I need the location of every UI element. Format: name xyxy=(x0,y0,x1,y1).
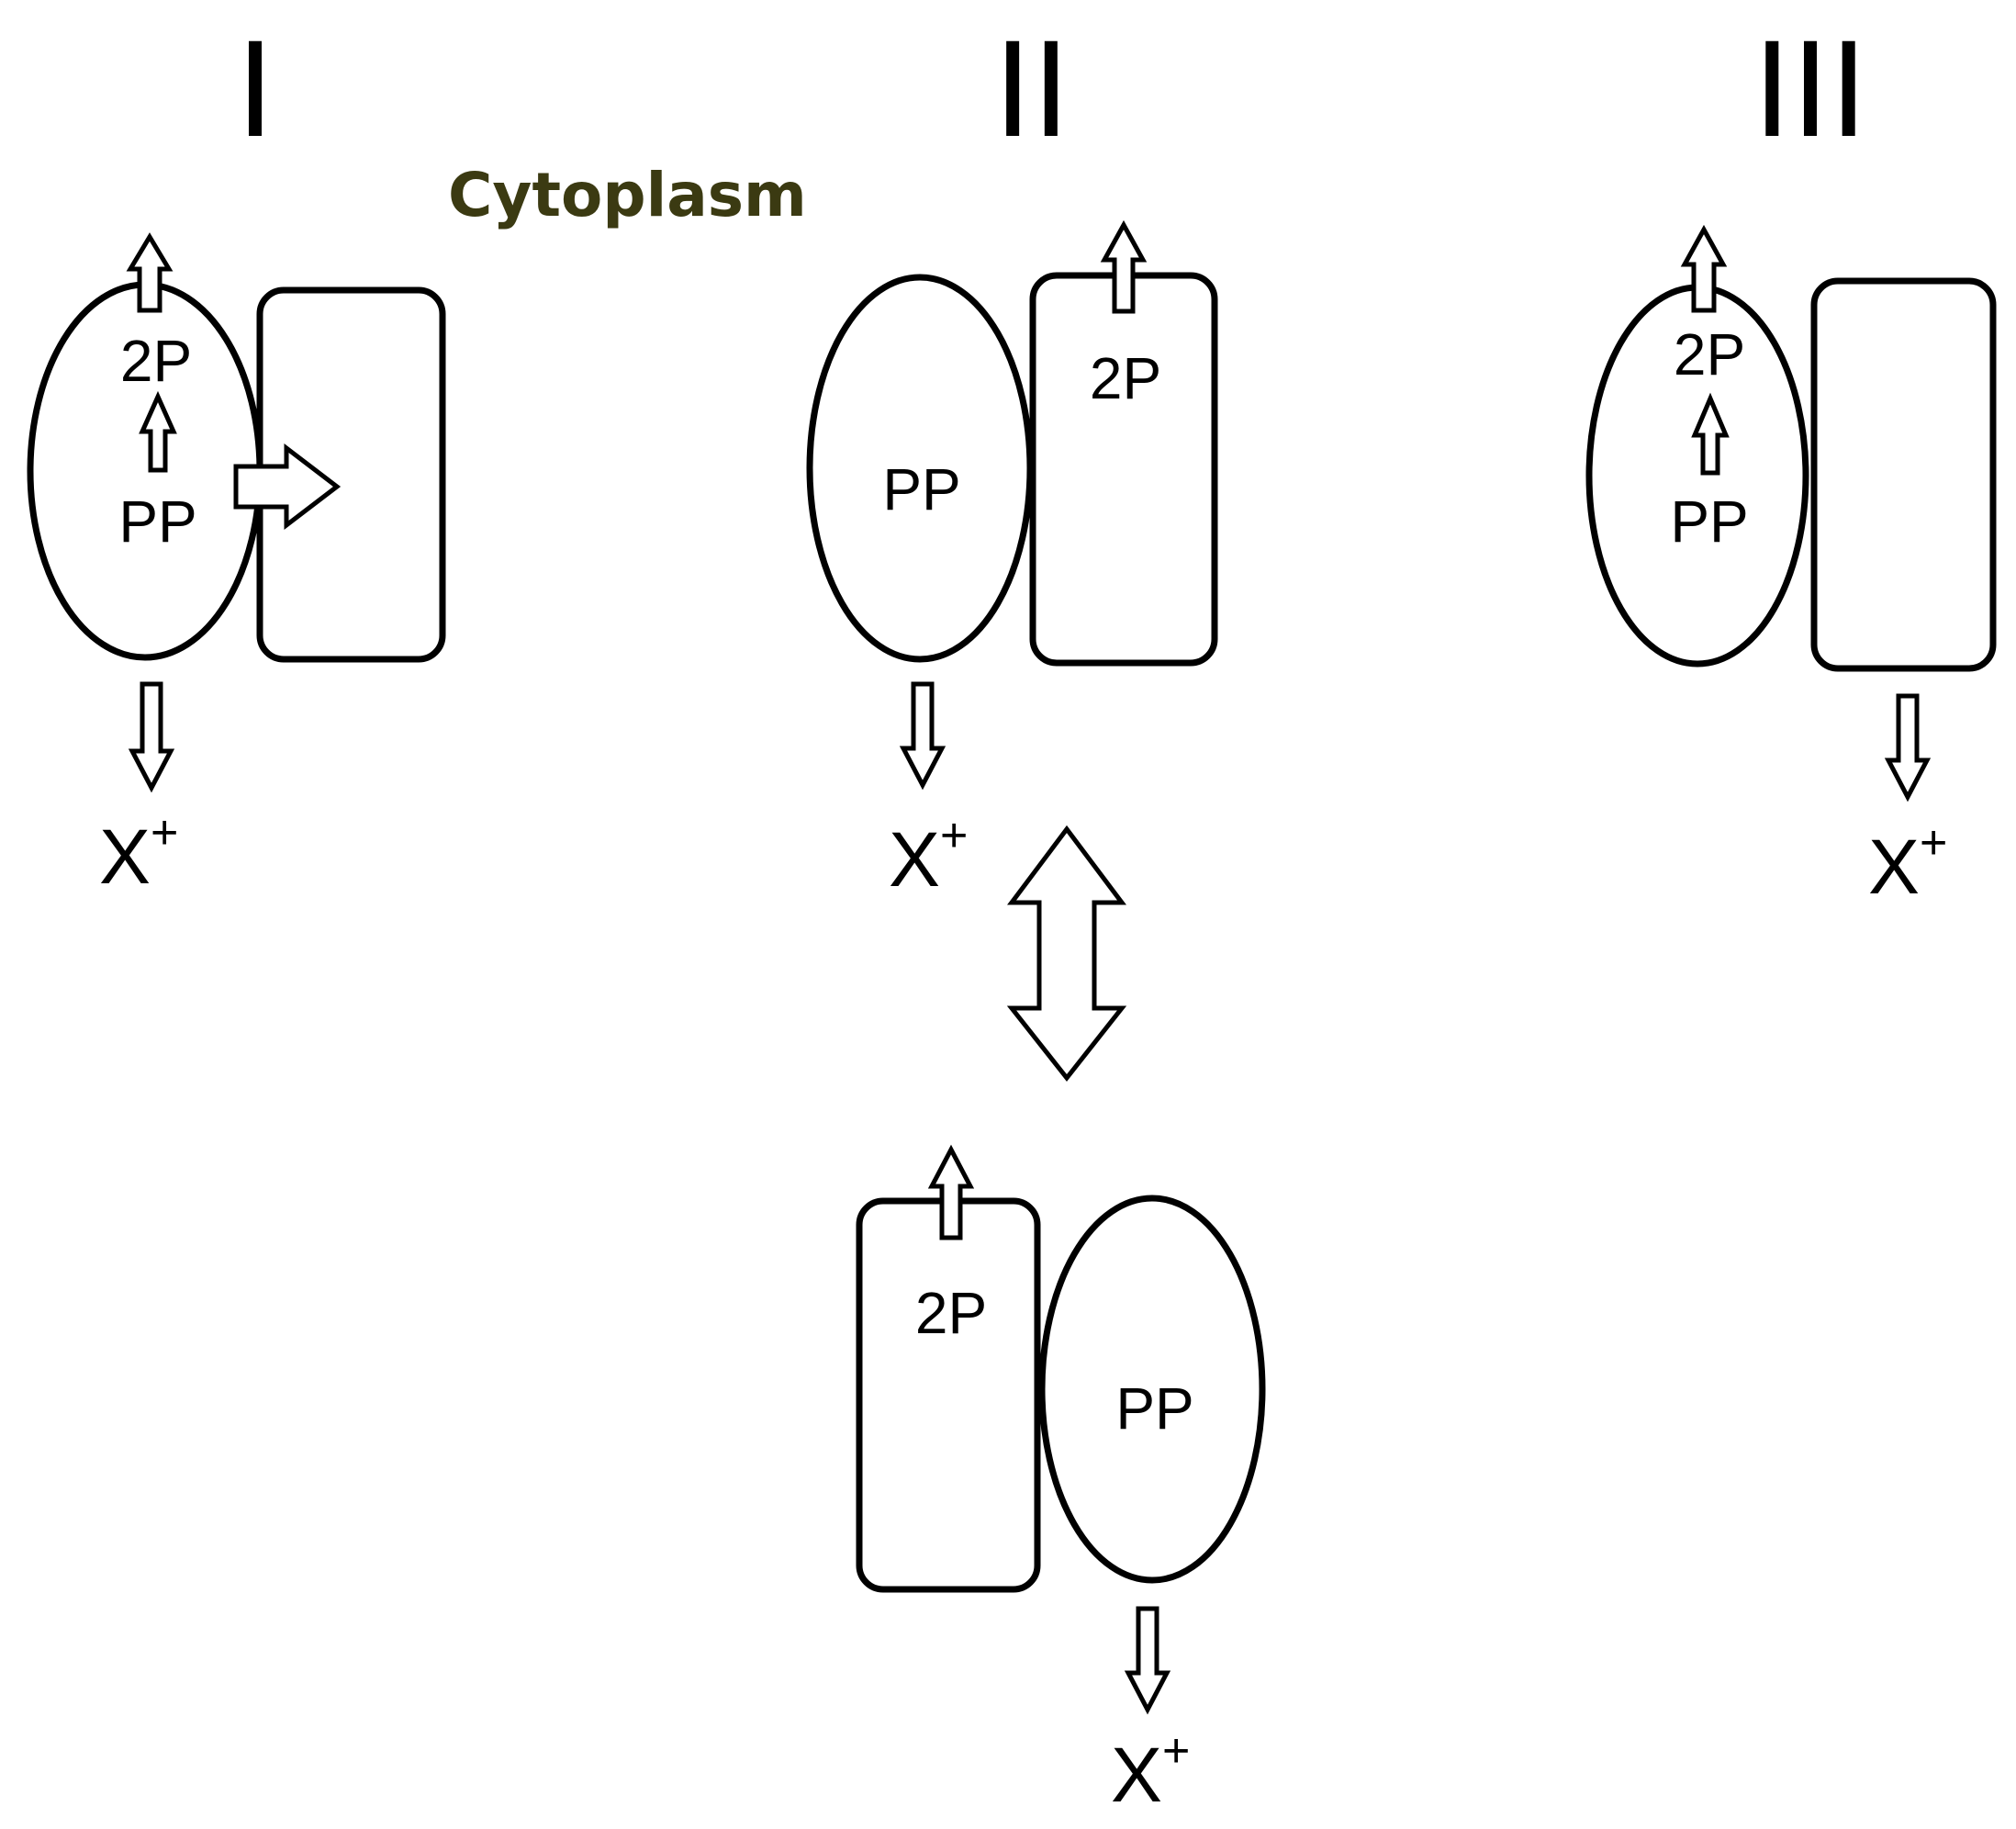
cytoplasm-label: Cytoplasm xyxy=(448,160,807,230)
panel-two-ion: X+ xyxy=(889,809,968,903)
panel-two-flipped-up-arrow xyxy=(927,1144,975,1240)
panel-one-ion: X+ xyxy=(99,806,178,900)
panel-one: 2P PP X+ xyxy=(27,232,446,900)
panel-numeral-three: III xyxy=(1753,11,1867,165)
panel-two-flipped-rect-label: 2P xyxy=(915,1280,987,1346)
panel-three-up-arrow-middle xyxy=(1691,392,1730,476)
panel-three-down-arrow xyxy=(1884,693,1932,802)
panel-two-flipped: 2P PP X+ xyxy=(856,1144,1266,1818)
panel-two-rect-label: 2P xyxy=(1090,345,1161,411)
panel-two-flipped-ellipse xyxy=(1038,1195,1266,1584)
panel-two-rectangle xyxy=(1029,272,1218,667)
panel-three-rectangle xyxy=(1810,277,1997,672)
panel-one-right-arrow xyxy=(233,443,342,531)
panel-two: 2P PP X+ xyxy=(806,219,1218,903)
conformational-switch-double-arrow xyxy=(1006,825,1127,1083)
panel-numeral-one: I xyxy=(236,11,274,165)
panel-two-up-arrow xyxy=(1100,219,1148,314)
panel-three: 2P PP X+ xyxy=(1585,224,1997,910)
panel-one-up-arrow-top xyxy=(126,232,174,313)
panel-one-down-arrow xyxy=(128,681,175,793)
panel-two-down-arrow xyxy=(899,681,946,791)
panel-two-flipped-ion: X+ xyxy=(1111,1724,1190,1818)
panel-two-ellipse-label: PP xyxy=(882,456,960,522)
panel-two-flipped-rectangle xyxy=(856,1197,1041,1593)
panel-one-upper-label: 2P xyxy=(120,328,192,394)
panel-numeral-two: II xyxy=(993,11,1070,165)
panel-three-ion: X+ xyxy=(1868,816,1947,910)
panel-one-lower-label: PP xyxy=(118,488,196,555)
panel-three-upper-label: 2P xyxy=(1674,321,1745,387)
panel-one-up-arrow-middle xyxy=(139,390,177,473)
panel-three-lower-label: PP xyxy=(1670,488,1748,555)
panel-two-flipped-ellipse-label: PP xyxy=(1115,1375,1193,1442)
panel-two-flipped-down-arrow xyxy=(1124,1606,1171,1715)
panel-three-up-arrow-top xyxy=(1680,224,1728,313)
